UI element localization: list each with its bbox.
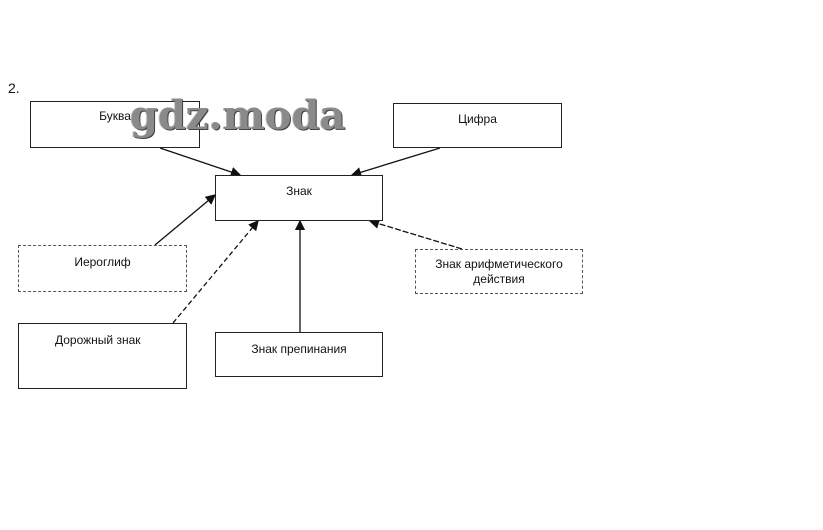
box-hieroglyph: Иероглиф xyxy=(18,245,187,292)
arrow-digit-to-sign xyxy=(350,147,441,178)
arrow-arith-to-sign xyxy=(368,218,463,250)
box-letter: Буква xyxy=(30,101,200,148)
box-hieroglyph-label: Иероглиф xyxy=(74,255,131,269)
box-digit-label: Цифра xyxy=(458,112,497,126)
box-letter-label: Буква xyxy=(99,109,131,123)
arrow-letter-to-sign xyxy=(159,147,242,178)
box-digit: Цифра xyxy=(393,103,562,148)
box-sign-label: Знак xyxy=(286,184,312,198)
watermark-logo: gdz.moda xyxy=(130,92,346,139)
box-road-sign: Дорожный знак xyxy=(18,323,187,389)
box-sign: Знак xyxy=(215,175,383,221)
arrow-road-to-sign xyxy=(172,220,259,324)
box-road-sign-label: Дорожный знак xyxy=(55,333,141,347)
box-punctuation: Знак препинания xyxy=(215,332,383,377)
task-number: 2. xyxy=(8,80,20,96)
box-arithmetic-label-line2: действия xyxy=(473,272,525,286)
arrow-hieroglyph-to-sign xyxy=(154,194,216,246)
box-arithmetic-label-line1: Знак арифметического xyxy=(435,257,563,271)
box-punctuation-label: Знак препинания xyxy=(251,342,347,356)
box-arithmetic-sign: Знак арифметического действия xyxy=(415,249,583,294)
